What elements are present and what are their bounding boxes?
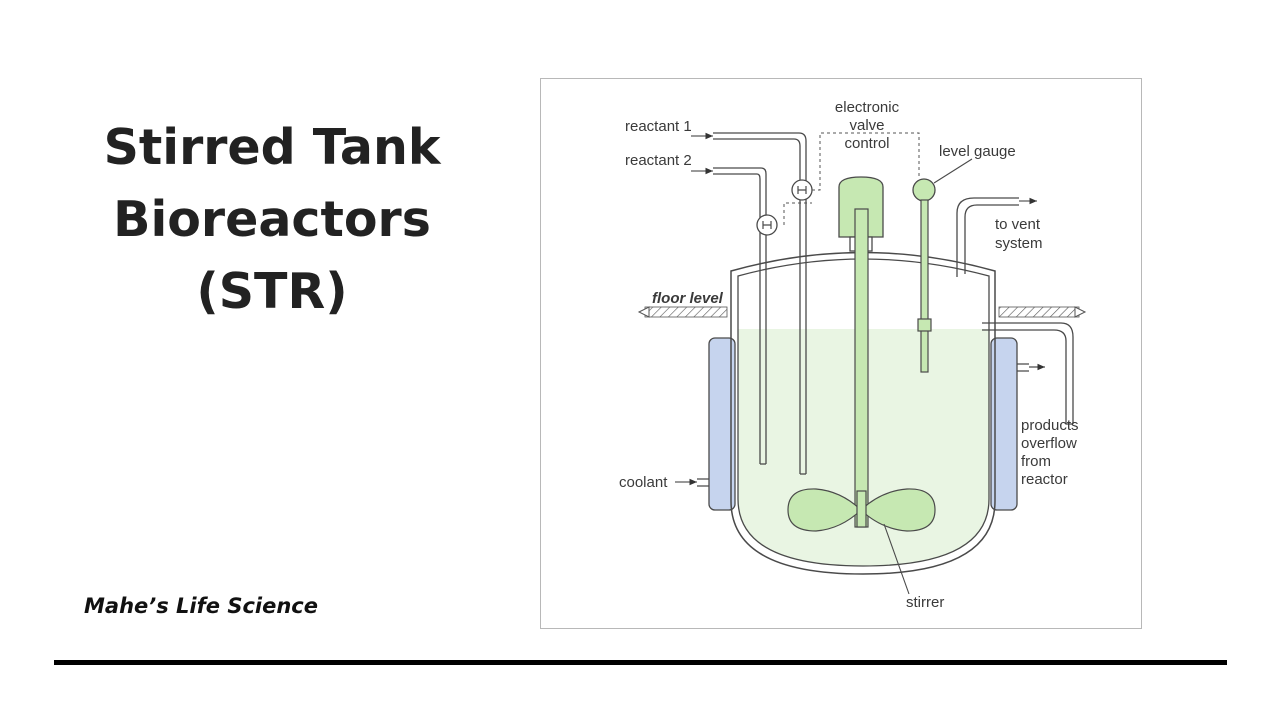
label-level-gauge: level gauge [939, 143, 1016, 160]
floor-right-hatch [998, 306, 1080, 318]
reactant-2-pipe [713, 167, 767, 464]
overflow-pipe [982, 322, 1074, 424]
level-gauge-rod [920, 199, 929, 373]
motor-housing [838, 176, 884, 238]
bioreactor-svg: reactant 1 reactant 2 electronic valve c… [619, 99, 1087, 611]
label-system: system [995, 235, 1043, 252]
label-to-vent: to vent [995, 216, 1041, 233]
level-gauge-bulb-icon [912, 178, 936, 202]
label-reactor: reactor [1021, 471, 1068, 488]
author-credit: Mahe’s Life Science [84, 594, 318, 618]
stirrer-shaft [854, 208, 869, 528]
floor-right-arrow-icon [1074, 306, 1087, 318]
vessel-wall-outer [730, 251, 996, 575]
label-electronic: electronic [835, 99, 900, 116]
bioreactor-diagram: reactant 1 reactant 2 electronic valve c… [540, 78, 1142, 629]
title-line-1: Stirred Tank [103, 119, 441, 176]
slide-title: Stirred Tank Bioreactors (STR) [70, 112, 474, 328]
label-control: control [844, 135, 889, 152]
label-stirrer: stirrer [906, 594, 944, 611]
label-floor-level: floor level [652, 290, 724, 307]
reactant-1-pipe [713, 132, 807, 474]
label-reactant-2: reactant 2 [625, 152, 692, 169]
label-overflow: overflow [1021, 435, 1077, 452]
footer-divider [54, 660, 1227, 665]
label-products: products [1021, 417, 1079, 434]
cooling-jacket-left [708, 337, 736, 511]
level-gauge-float [917, 318, 932, 332]
title-line-3: (STR) [196, 263, 348, 320]
floor-left-arrow-icon [637, 306, 650, 318]
coolant-inlet [697, 478, 709, 487]
label-valve: valve [849, 117, 884, 134]
coolant-outlet [1017, 363, 1029, 372]
label-reactant-1: reactant 1 [625, 118, 692, 135]
label-coolant: coolant [619, 474, 668, 491]
impeller-hub [856, 490, 867, 528]
cooling-jacket-right [990, 337, 1018, 511]
floor-left-hatch [644, 306, 728, 318]
label-from: from [1021, 453, 1051, 470]
vessel-wall-inner [737, 258, 990, 567]
valve-control-signal [783, 132, 920, 225]
title-line-2: Bioreactors [113, 191, 431, 248]
vent-pipe [956, 197, 1019, 277]
